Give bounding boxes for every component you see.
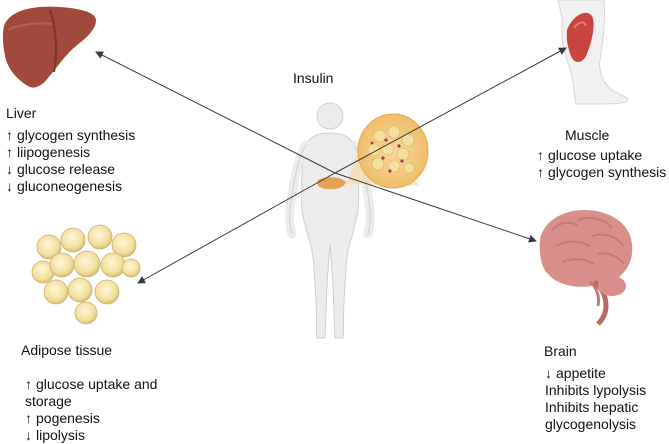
- up-arrow-icon: [25, 410, 36, 426]
- arrow-to-brain: [334, 172, 537, 243]
- liver-effect: gluconeogenesis: [6, 178, 135, 195]
- brain-effect: appetite: [545, 365, 646, 382]
- insulin-title: Insulin: [293, 70, 334, 86]
- up-arrow-icon: [25, 376, 36, 392]
- liver-effect: glucose release: [6, 161, 135, 178]
- muscle-effect: glucose uptake: [537, 147, 666, 164]
- adipose-effect: lipolysis: [25, 427, 157, 444]
- muscle-title: Muscle: [565, 127, 610, 143]
- brain-effects-list: appetite Inhibits lypolysis Inhibits hep…: [545, 365, 646, 433]
- up-arrow-icon: [537, 147, 548, 163]
- liver-image: [2, 6, 97, 88]
- brain-title: Brain: [544, 343, 577, 359]
- adipose-effect: storage: [25, 393, 72, 409]
- liver-effects-list: glycogen synthesis liipogenesis glucose …: [6, 127, 135, 195]
- liver-effect: glycogen synthesis: [6, 127, 135, 144]
- adipose-title: Adipose tissue: [21, 342, 113, 358]
- up-arrow-icon: [6, 144, 17, 160]
- brain-image: [539, 210, 633, 326]
- arrows: [95, 47, 567, 284]
- arrow-to-liver: [95, 51, 336, 174]
- up-arrow-icon: [6, 127, 17, 143]
- brain-effect: glycogenolysis: [545, 416, 637, 432]
- human-body-image: [285, 102, 375, 339]
- muscle-leg-image: [557, 0, 629, 105]
- up-arrow-icon: [537, 164, 548, 180]
- brain-effect: Inhibits hepatic: [545, 399, 639, 415]
- arrow-to-muscle: [334, 47, 567, 174]
- arrow-to-adipose: [137, 172, 336, 284]
- down-arrow-icon: [545, 365, 556, 381]
- adipose-effects-list: glucose uptake and storage pogenesis lip…: [25, 376, 157, 444]
- liver-title: Liver: [6, 105, 37, 121]
- down-arrow-icon: [6, 178, 17, 194]
- adipose-effect: pogenesis: [25, 410, 157, 427]
- muscle-effects-list: glucose uptake glycogen synthesis: [537, 147, 666, 181]
- liver-effect: liipogenesis: [6, 144, 135, 161]
- down-arrow-icon: [25, 427, 36, 443]
- insulin-zoom-image: [346, 113, 429, 189]
- muscle-effect: glycogen synthesis: [537, 164, 666, 181]
- brain-effect: Inhibits lypolysis: [545, 382, 647, 398]
- pancreas-icon: [317, 177, 346, 190]
- down-arrow-icon: [6, 161, 17, 177]
- adipose-tissue-image: [31, 224, 141, 325]
- adipose-effect: glucose uptake and: [25, 376, 157, 393]
